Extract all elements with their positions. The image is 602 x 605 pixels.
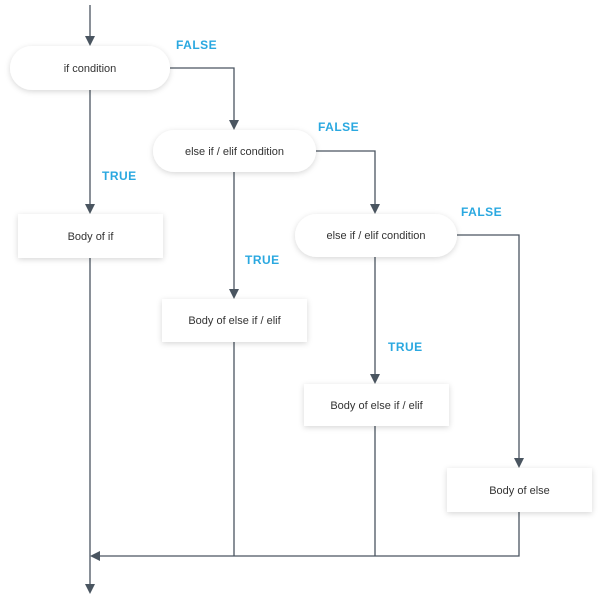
if-condition-label: if condition: [64, 63, 117, 75]
elif2-false-arrow: [457, 234, 524, 468]
merge-arrow: [90, 512, 520, 561]
body-if-label: Body of if: [68, 231, 115, 243]
true-label-3: TRUE: [388, 340, 423, 354]
node-elif-condition-2: else if / elif condition: [295, 214, 457, 257]
elif-condition-1-label: else if / elif condition: [185, 146, 284, 158]
body-elif-1-label: Body of else if / elif: [188, 315, 281, 327]
edge-labels: FALSE FALSE FALSE TRUE TRUE TRUE: [102, 38, 502, 354]
false-label-3: FALSE: [461, 205, 502, 219]
elif1-false-arrow: [316, 150, 380, 214]
body-else-label: Body of else: [489, 485, 550, 497]
node-body-elif-1: Body of else if / elif: [162, 299, 307, 342]
node-body-elif-2: Body of else if / elif: [304, 384, 449, 426]
true-label-2: TRUE: [245, 253, 280, 267]
false-label-2: FALSE: [318, 120, 359, 134]
node-body-if: Body of if: [18, 214, 163, 258]
false-label-1: FALSE: [176, 38, 217, 52]
node-elif-condition-1: else if / elif condition: [153, 130, 316, 172]
elif-condition-2-label: else if / elif condition: [326, 230, 425, 242]
true-label-1: TRUE: [102, 169, 137, 183]
body-elif-2-label: Body of else if / elif: [330, 400, 423, 412]
if-false-arrow: [170, 67, 239, 130]
node-body-else: Body of else: [447, 468, 592, 512]
flow-lines: [85, 5, 524, 594]
node-if-condition: if condition: [10, 46, 170, 90]
